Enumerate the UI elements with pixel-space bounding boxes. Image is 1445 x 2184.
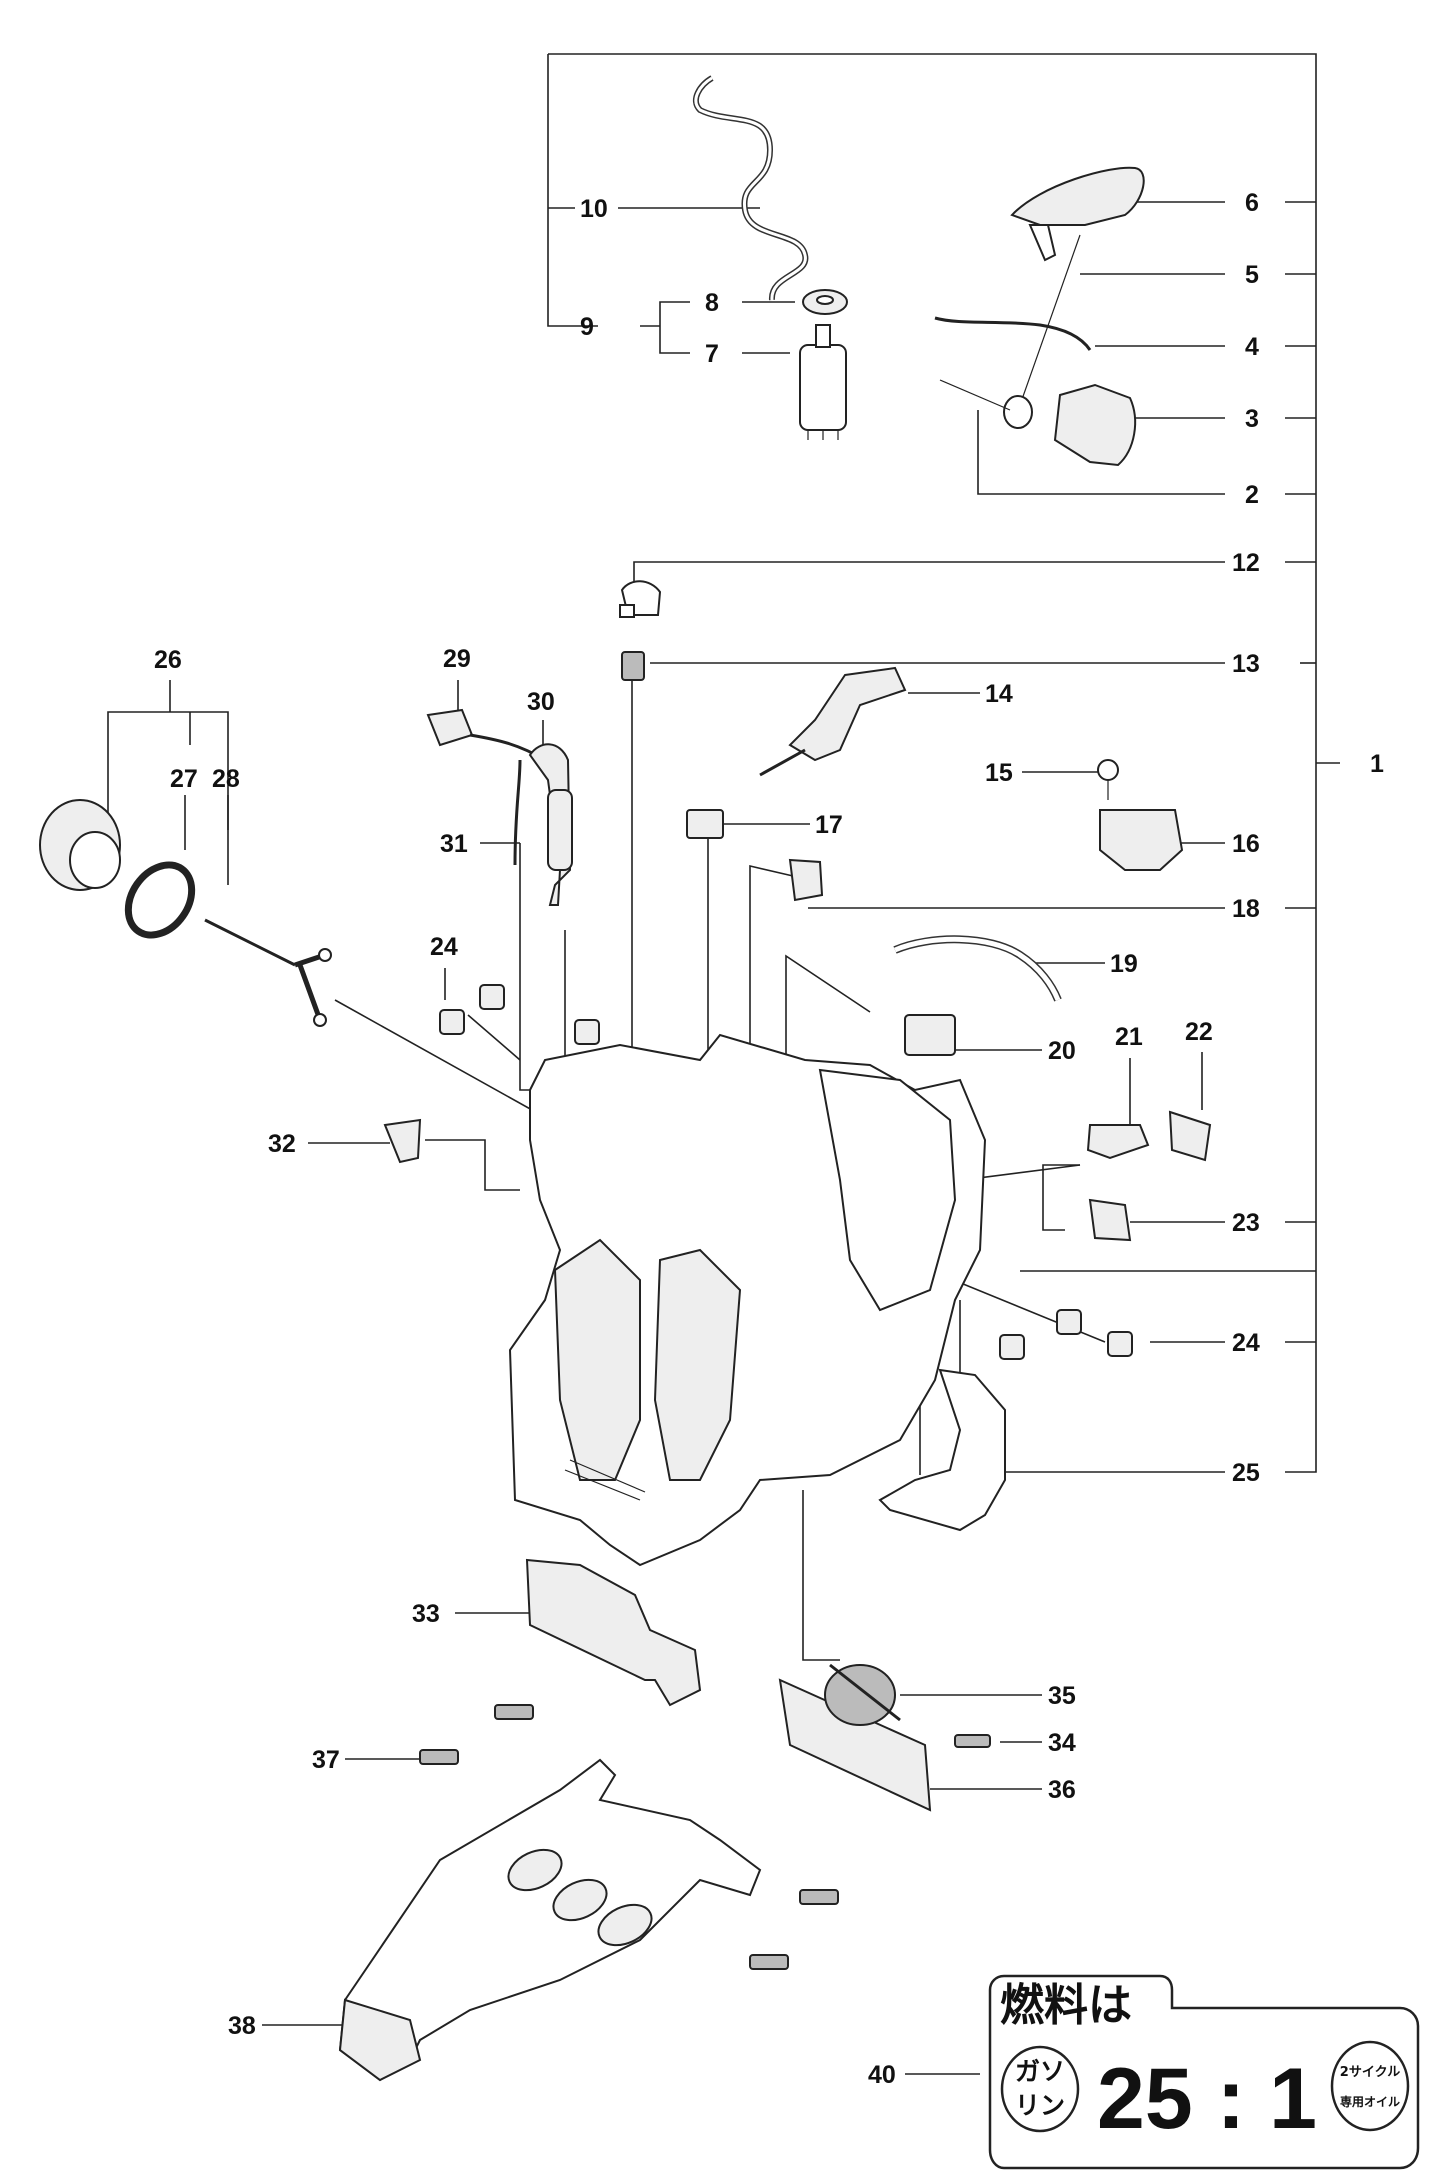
clip-18 [788,858,824,902]
clip-22 [1168,1110,1212,1162]
callout-24-top: 24 [430,933,458,961]
callout-20: 20 [1048,1037,1076,1065]
callout-26: 26 [154,646,182,674]
callout-18: 18 [1232,895,1260,923]
callout-7: 7 [705,340,719,368]
callout-13: 13 [1232,650,1260,678]
callout-17: 17 [815,811,843,839]
oil-bottom: 専用オイル [1340,2094,1400,2109]
callout-23: 23 [1232,1209,1260,1237]
heat-shield-36 [778,1678,932,1812]
callout-40: 40 [868,2061,896,2089]
callout-29: 29 [443,645,471,673]
callout-2: 2 [1245,481,1259,509]
callout-10: 10 [580,195,608,223]
connector-20 [904,1014,956,1056]
seal-ring [124,861,196,939]
throttle-lock [1010,166,1145,226]
callout-24-bottom: 24 [1232,1329,1260,1357]
callout-labels: 1 2 3 4 5 6 7 8 9 10 12 13 14 15 16 17 1… [154,189,1384,2089]
fuel-ratio-label: 燃料は ガソ リン 25 : 1 2サイクル 専用オイル [988,1974,1420,2170]
gasoline-top: ガソ [1015,2057,1065,2086]
connector-14 [788,666,907,762]
callout-3: 3 [1245,405,1259,433]
callout-30: 30 [527,688,555,716]
callout-16: 16 [1232,830,1260,858]
callout-8: 8 [705,289,719,317]
fuel-label-title: 燃料は [1000,1980,1132,2031]
callout-22: 22 [1185,1018,1213,1046]
callout-4: 4 [1245,333,1259,361]
callout-6: 6 [1245,189,1259,217]
callout-12: 12 [1232,549,1260,577]
callout-32: 32 [268,1130,296,1158]
switch-16 [1099,809,1184,871]
callout-36: 36 [1048,1776,1076,1804]
screw-15 [1097,759,1119,781]
callout-34: 34 [1048,1729,1076,1757]
callout-19: 19 [1110,950,1138,978]
parts [39,75,1212,2082]
gasoline-bottom: リン [1015,2091,1065,2120]
hose-19 [893,935,1062,1002]
label-outline [988,1974,1420,2170]
callout-9: 9 [580,313,594,341]
oil-badge [1330,2040,1410,2132]
cover-plate [878,1368,1006,1532]
gasoline-badge [1000,2045,1080,2133]
screw-37 [419,1749,459,1765]
coil-spring [824,1664,896,1726]
fuel-filter [799,344,847,431]
screw-34 [954,1734,991,1748]
clip-32 [383,1118,422,1164]
valve-screw [621,651,645,681]
callout-5: 5 [1245,261,1259,289]
callout-37: 37 [312,1746,340,1774]
shield-33 [525,1558,702,1707]
callout-1: 1 [1370,750,1384,778]
callout-28: 28 [212,765,240,793]
mix-ratio: 25 : 1 [1097,2051,1317,2147]
clip-21 [1086,1124,1150,1160]
callout-14: 14 [985,680,1013,708]
callout-35: 35 [1048,1682,1076,1710]
callout-15: 15 [985,759,1013,787]
clip-23 [1088,1198,1132,1242]
callout-38: 38 [228,2012,256,2040]
mount-pad [439,1009,465,1035]
throttle-trigger [1053,383,1137,467]
oil-top: 2サイクル [1340,2065,1400,2080]
callout-31: 31 [440,830,468,858]
callout-21: 21 [1115,1023,1143,1051]
connector-29 [426,708,474,747]
callout-25: 25 [1232,1459,1260,1487]
callout-27: 27 [170,765,198,793]
clip-17 [686,809,724,839]
callout-33: 33 [412,1600,440,1628]
